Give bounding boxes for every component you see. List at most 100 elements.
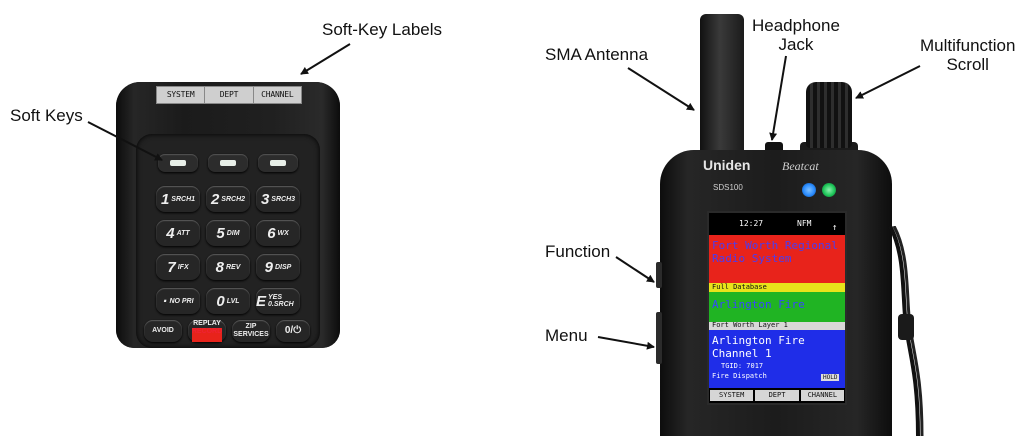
arrow-multifunction-scroll: [855, 65, 921, 99]
display-channel-block: Arlington Fire Channel 1 TGID: 7017 Fire…: [709, 330, 845, 388]
display-department-block: Arlington Fire: [709, 292, 845, 322]
soft-key-3[interactable]: [258, 154, 298, 172]
avoid-key-label: AVOID: [152, 327, 174, 334]
callout-multifunction-line2: Scroll: [946, 55, 989, 74]
key-7-num: 7: [167, 258, 176, 276]
key-7-sub: IFX: [177, 263, 189, 271]
key-6-num: 6: [267, 224, 276, 242]
display-tgid: TGID: 7017: [721, 362, 764, 370]
callout-headphone-line2: Jack: [778, 35, 814, 54]
callout-soft-key-labels: Soft-Key Labels: [322, 20, 443, 39]
key-5-sub: DIM: [226, 229, 240, 237]
display-favlist: Full Database: [712, 283, 767, 291]
callout-function: Function: [545, 242, 611, 261]
key-6-sub: WX: [277, 229, 289, 237]
display-hold-badge: HOLD: [821, 374, 840, 381]
display-mode: NFM: [797, 219, 812, 228]
key-1-sub: SRCH1: [171, 195, 196, 203]
key-2-sub: SRCH2: [221, 195, 246, 203]
blue-led-icon: [802, 183, 816, 197]
callout-multifunction-line1: Multifunction: [920, 36, 1016, 55]
power-key[interactable]: 0/⏻: [276, 320, 310, 342]
callout-headphone-jack: Headphone Jack: [752, 16, 840, 54]
display-softkey-bar: SYSTEM DEPT CHANNEL: [709, 388, 845, 403]
soft-key-label-system: SYSTEM: [157, 87, 206, 103]
display-time: 12:27: [739, 219, 764, 228]
replay-key-label: REPLAY: [193, 320, 221, 327]
display-softkey-dept: DEPT: [755, 390, 799, 401]
key-3-num: 3: [260, 190, 270, 208]
display-channel: Arlington Fire Channel 1: [712, 334, 805, 360]
power-key-label: 0/⏻: [284, 325, 302, 336]
series-logo: Beatcat: [782, 159, 819, 173]
avoid-key[interactable]: AVOID: [144, 320, 182, 342]
key-9-sub: DISP: [275, 263, 292, 271]
function-button[interactable]: [656, 262, 662, 288]
display-softkey-system: SYSTEM: [710, 390, 754, 401]
display-status-bar: 12:27 NFM ↑: [709, 213, 845, 235]
soft-key-label-channel: CHANNEL: [261, 90, 294, 99]
key-3-sub: SRCH3: [271, 195, 296, 203]
key-dot-sub: NO PRI: [169, 297, 194, 305]
menu-button[interactable]: [656, 312, 662, 364]
key-2-num: 2: [210, 190, 220, 208]
arrow-menu: [597, 336, 655, 350]
model-label: SDS100: [713, 183, 743, 192]
arrow-function: [615, 256, 655, 283]
key-0-num: 0: [216, 292, 225, 310]
display-department: Arlington Fire: [712, 298, 805, 311]
display-system-line2: Radio System: [712, 252, 792, 265]
display-dispatch: Fire Dispatch: [712, 372, 767, 380]
display-dept-sub: Fort Worth Layer 1: [712, 321, 788, 329]
soft-key-2[interactable]: [208, 154, 248, 172]
key-4-sub: ATT: [176, 229, 190, 237]
display-system-line1: Fort Worth Regional: [712, 239, 838, 252]
callout-soft-keys: Soft Keys: [10, 106, 83, 125]
arrow-soft-key-labels: [300, 43, 351, 75]
soft-key-1[interactable]: [158, 154, 198, 172]
multifunction-scroll-knob[interactable]: [806, 82, 852, 148]
key-e-sub: YES 0.SRCH: [268, 294, 294, 308]
key-dot-no-pri[interactable]: ·NO PRI: [156, 288, 200, 314]
sma-antenna: [700, 14, 744, 164]
lanyard-strap: [888, 226, 924, 436]
key-9-num: 9: [264, 258, 273, 276]
services-key-label: SERVICES: [233, 331, 269, 338]
key-5-num: 5: [216, 224, 225, 242]
callout-multifunction-scroll: Multifunction Scroll: [920, 36, 1015, 74]
key-e-num: E: [256, 292, 267, 310]
key-dot-num: ·: [162, 292, 168, 310]
record-key-label: RECORD: [191, 328, 223, 342]
key-8-sub: REV: [225, 263, 241, 271]
display-softkey-channel: CHANNEL: [800, 390, 844, 401]
callout-headphone-line1: Headphone: [752, 16, 840, 35]
key-4-num: 4: [166, 224, 175, 242]
arrow-up-icon: ↑: [832, 223, 838, 233]
arrow-headphone-jack: [769, 55, 787, 141]
key-8-num: 8: [215, 258, 224, 276]
arrow-sma-antenna: [627, 67, 695, 111]
key-1-num: 1: [160, 190, 170, 208]
key-0-sub: LVL: [226, 297, 240, 305]
callout-sma-antenna: SMA Antenna: [545, 45, 649, 64]
brand-logo: Uniden: [703, 157, 751, 173]
callout-menu: Menu: [545, 326, 588, 345]
display-dept-sub-bar: Fort Worth Layer 1: [709, 321, 845, 330]
